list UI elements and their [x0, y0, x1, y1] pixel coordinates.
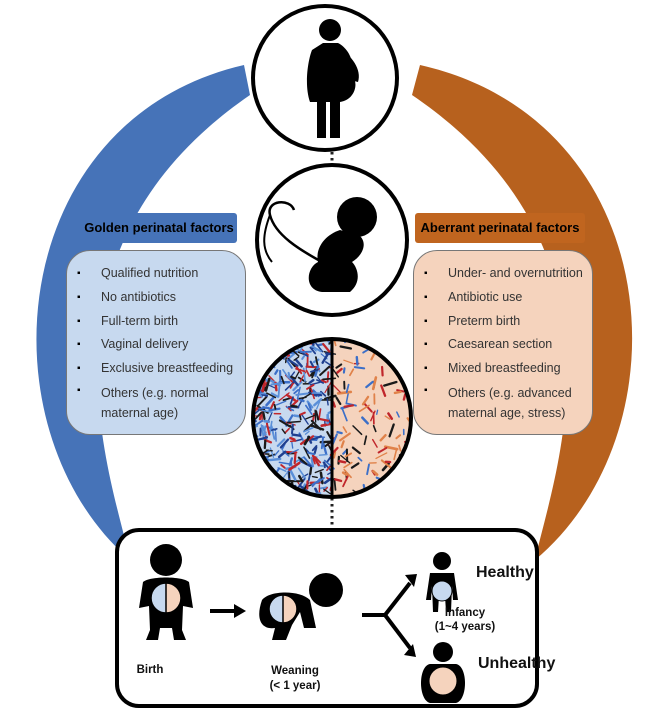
- golden-factor-item: Vaginal delivery: [77, 333, 245, 357]
- unhealthy-label: Unhealthy: [478, 655, 556, 672]
- golden-factors-header: Golden perinatal factors: [81, 213, 237, 243]
- golden-factor-item: Exclusive breastfeeding: [77, 357, 245, 381]
- fetus-icon: [255, 163, 409, 317]
- baby-crawling-icon: [259, 573, 343, 640]
- aberrant-factor-item: Mixed breastfeeding: [424, 357, 592, 381]
- aberrant-factor-item: Caesarean section: [424, 333, 592, 357]
- weaning-title: Weaning: [271, 665, 319, 677]
- healthy-child-icon: [426, 552, 458, 612]
- birth-label: Birth: [136, 664, 164, 676]
- arrow-birth-weaning: [210, 604, 246, 618]
- aberrant-factor-item: Antibiotic use: [424, 286, 592, 310]
- weaning-age: (< 1 year): [269, 680, 321, 692]
- aberrant-arc: [412, 65, 633, 560]
- golden-arc: [36, 65, 250, 560]
- infancy-age: (1~4 years): [434, 621, 496, 633]
- golden-factor-item-others: Others (e.g. normal maternal age): [77, 381, 245, 423]
- branch-arrow: [362, 574, 417, 657]
- golden-factor-item: Full-term birth: [77, 310, 245, 334]
- infancy-title: Infancy: [444, 607, 486, 619]
- weaning-label: Weaning (< 1 year): [240, 664, 350, 694]
- aberrant-factors-panel: Under- and overnutrition Antibiotic use …: [413, 250, 593, 435]
- pregnant-woman-icon: [251, 4, 399, 152]
- aberrant-factor-item: Under- and overnutrition: [424, 262, 592, 286]
- aberrant-factor-item: Preterm birth: [424, 310, 592, 334]
- gut-microbiota-icon: [251, 337, 413, 499]
- aberrant-factors-header: Aberrant perinatal factors: [415, 213, 585, 243]
- aberrant-factors-list: Under- and overnutrition Antibiotic use …: [414, 251, 592, 423]
- aberrant-factor-item-others: Others (e.g. advanced maternal age, stre…: [424, 381, 592, 423]
- golden-factors-panel: Qualified nutrition No antibiotics Full-…: [66, 250, 246, 435]
- healthy-label: Healthy: [476, 564, 534, 581]
- golden-factors-list: Qualified nutrition No antibiotics Full-…: [67, 251, 245, 423]
- baby-sitting-icon: [139, 544, 193, 640]
- golden-factor-item: No antibiotics: [77, 286, 245, 310]
- infancy-label: Infancy (1~4 years): [400, 606, 530, 634]
- golden-factor-item: Qualified nutrition: [77, 262, 245, 286]
- obese-child-icon: [421, 642, 465, 703]
